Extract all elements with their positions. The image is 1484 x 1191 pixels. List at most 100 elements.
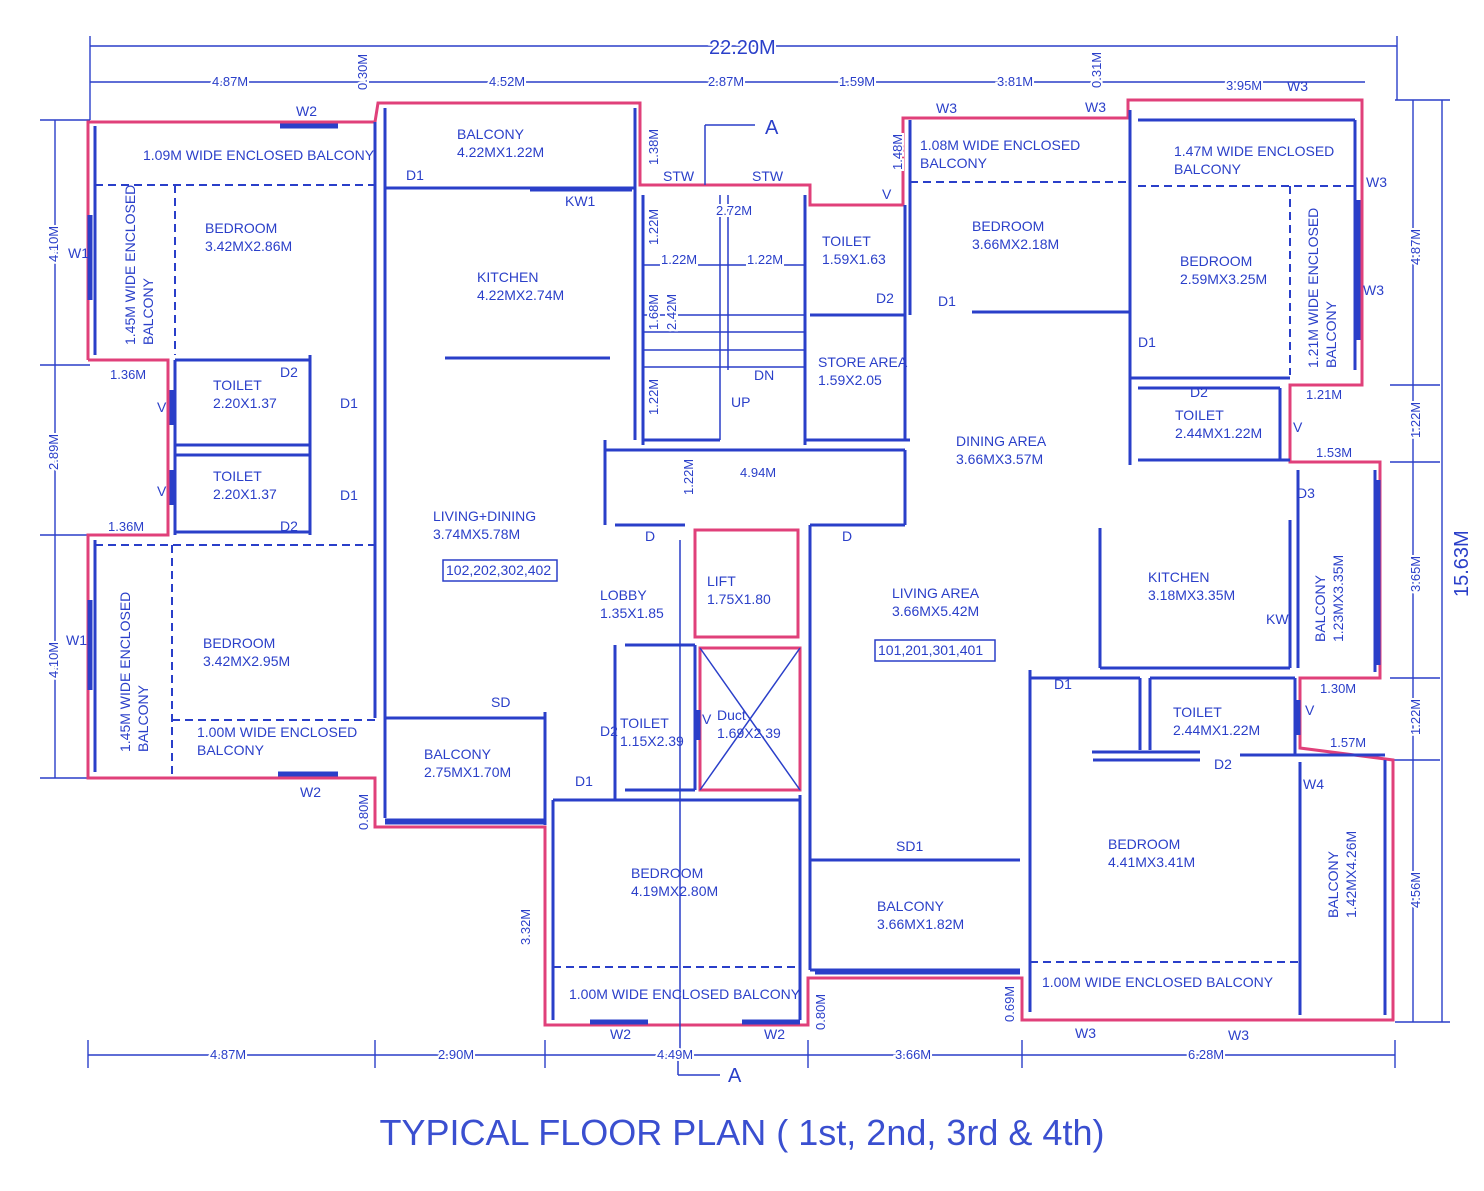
dimension-label: 1.48M xyxy=(890,134,905,170)
room-size: 3.66MX1.82M xyxy=(877,916,964,932)
room-name: KITCHEN xyxy=(1148,569,1209,585)
room-name: 1.21M WIDE ENCLOSED xyxy=(1305,208,1321,368)
room-name: BALCONY xyxy=(424,746,492,762)
room-name: DINING AREA xyxy=(956,433,1047,449)
dimension-label: 2.90M xyxy=(438,1047,474,1062)
door-window-tag: V xyxy=(1293,419,1303,435)
dimension-label: 0.30M xyxy=(355,54,370,90)
labels: 1.09M WIDE ENCLOSED BALCONYBALCONY4.22MX… xyxy=(44,35,1475,1087)
room-size: 3.42MX2.86M xyxy=(205,238,292,254)
room-name: TOILET xyxy=(620,715,669,731)
room-name: 1.00M WIDE ENCLOSED BALCONY xyxy=(569,986,801,1002)
flat-number-label: 101,201,301,401 xyxy=(878,642,983,658)
room-name: KITCHEN xyxy=(477,269,538,285)
room-size: BALCONY xyxy=(1323,300,1339,368)
door-window-tag: D xyxy=(842,528,852,544)
flat-number-box xyxy=(874,639,996,662)
dimension-label: 0.80M xyxy=(813,994,828,1030)
room-size: 2.20X1.37 xyxy=(213,395,277,411)
room-name: TOILET xyxy=(1175,407,1224,423)
door-window-tag: D2 xyxy=(876,290,894,306)
door-window-tag: W2 xyxy=(300,784,321,800)
room-size: BALCONY xyxy=(920,155,988,171)
room-size: 1.69X2.39 xyxy=(717,725,781,741)
room-name: TOILET xyxy=(213,377,262,393)
door-window-tag: KW xyxy=(1266,611,1289,627)
room-size: 1.75X1.80 xyxy=(707,591,771,607)
room-name: BEDROOM xyxy=(1180,253,1252,269)
room-name: TOILET xyxy=(213,468,262,484)
door-window-tag: W4 xyxy=(1303,776,1324,792)
room-size: 3.66MX5.42M xyxy=(892,603,979,619)
door-window-tag: D1 xyxy=(340,487,358,503)
room-size: 4.19MX2.80M xyxy=(631,883,718,899)
dimension-label: 0.69M xyxy=(1002,986,1017,1022)
dimension-label: 1.38M xyxy=(646,129,661,165)
dimension-label: 3.65M xyxy=(1408,556,1423,592)
dimension-label: 1.30M xyxy=(1320,681,1356,696)
door-window-tag: W1 xyxy=(66,632,87,648)
dimension-label: 1.36M xyxy=(110,367,146,382)
door-window-tag: W2 xyxy=(764,1026,785,1042)
door-window-tag: V xyxy=(1305,702,1315,718)
room-name: 1.09M WIDE ENCLOSED BALCONY xyxy=(143,147,375,163)
flat-number-box xyxy=(442,559,558,582)
room-name: BALCONY xyxy=(457,126,525,142)
dimension-label: 1.68M xyxy=(646,294,661,330)
room-name: BEDROOM xyxy=(203,635,275,651)
room-size: 4.41MX3.41M xyxy=(1108,854,1195,870)
dimension-label: 6.28M xyxy=(1188,1047,1224,1062)
door-window-tag: STW xyxy=(663,168,695,184)
room-size: BALCONY xyxy=(135,684,151,752)
dimension-label: 1.22M xyxy=(747,252,783,267)
dimension-label: 15.63M xyxy=(1451,530,1473,597)
room-name: BEDROOM xyxy=(1108,836,1180,852)
door-window-tag: D1 xyxy=(340,395,358,411)
door-window-tag: UP xyxy=(731,394,750,410)
door-window-tag: V xyxy=(702,711,712,727)
dimension-label: 1.36M xyxy=(108,519,144,534)
door-window-tag: W3 xyxy=(1228,1027,1249,1043)
dimension-label: 4.52M xyxy=(489,74,525,89)
dimension-label: 1.22M xyxy=(1408,699,1423,735)
door-window-tag: V xyxy=(157,483,167,499)
door-window-tag: STW xyxy=(752,168,784,184)
door-window-tag: W1 xyxy=(68,245,89,261)
dimension-label: 4.10M xyxy=(46,226,61,262)
room-size: 1.59X2.05 xyxy=(818,372,882,388)
room-name: 1.45M WIDE ENCLOSED xyxy=(117,592,133,752)
dimension-label: 4.87M xyxy=(212,74,248,89)
dimension-label: 2.89M xyxy=(46,434,61,470)
door-window-tag: D1 xyxy=(1138,334,1156,350)
door-window-tag: W2 xyxy=(296,103,317,119)
room-size: 1.35X1.85 xyxy=(600,605,664,621)
door-window-tag: W3 xyxy=(1075,1025,1096,1041)
door-window-tag: D xyxy=(645,528,655,544)
dimension-label: 3.81M xyxy=(997,74,1033,89)
dimension-label: 1.53M xyxy=(1316,445,1352,460)
room-size: BALCONY xyxy=(197,742,265,758)
room-size: 2.20X1.37 xyxy=(213,486,277,502)
door-window-tag: D1 xyxy=(938,293,956,309)
dimension-label: 2.72M xyxy=(716,203,752,218)
room-name: TOILET xyxy=(1173,704,1222,720)
dimension-label: 22.20M xyxy=(709,37,776,59)
dimension-label: 1.59M xyxy=(839,74,875,89)
dimension-label: 2.42M xyxy=(664,294,679,330)
room-name: BALCONY xyxy=(1325,850,1341,918)
room-size: 2.44MX1.22M xyxy=(1173,722,1260,738)
door-window-tag: D2 xyxy=(1190,384,1208,400)
door-window-tag: D1 xyxy=(1054,676,1072,692)
door-window-tag: W3 xyxy=(1363,282,1384,298)
room-name: 1.00M WIDE ENCLOSED xyxy=(197,724,357,740)
dimension-label: 3.66M xyxy=(895,1047,931,1062)
room-name: BEDROOM xyxy=(972,218,1044,234)
door-window-tag: W3 xyxy=(936,100,957,116)
door-window-tag: W3 xyxy=(1287,78,1308,94)
dimension-label: 1.21M xyxy=(1306,387,1342,402)
walls xyxy=(40,36,1450,1076)
dimension-label: 0.31M xyxy=(1089,52,1104,88)
room-name: 1.47M WIDE ENCLOSED xyxy=(1174,143,1334,159)
room-size: 1.15X2.39 xyxy=(620,733,684,749)
